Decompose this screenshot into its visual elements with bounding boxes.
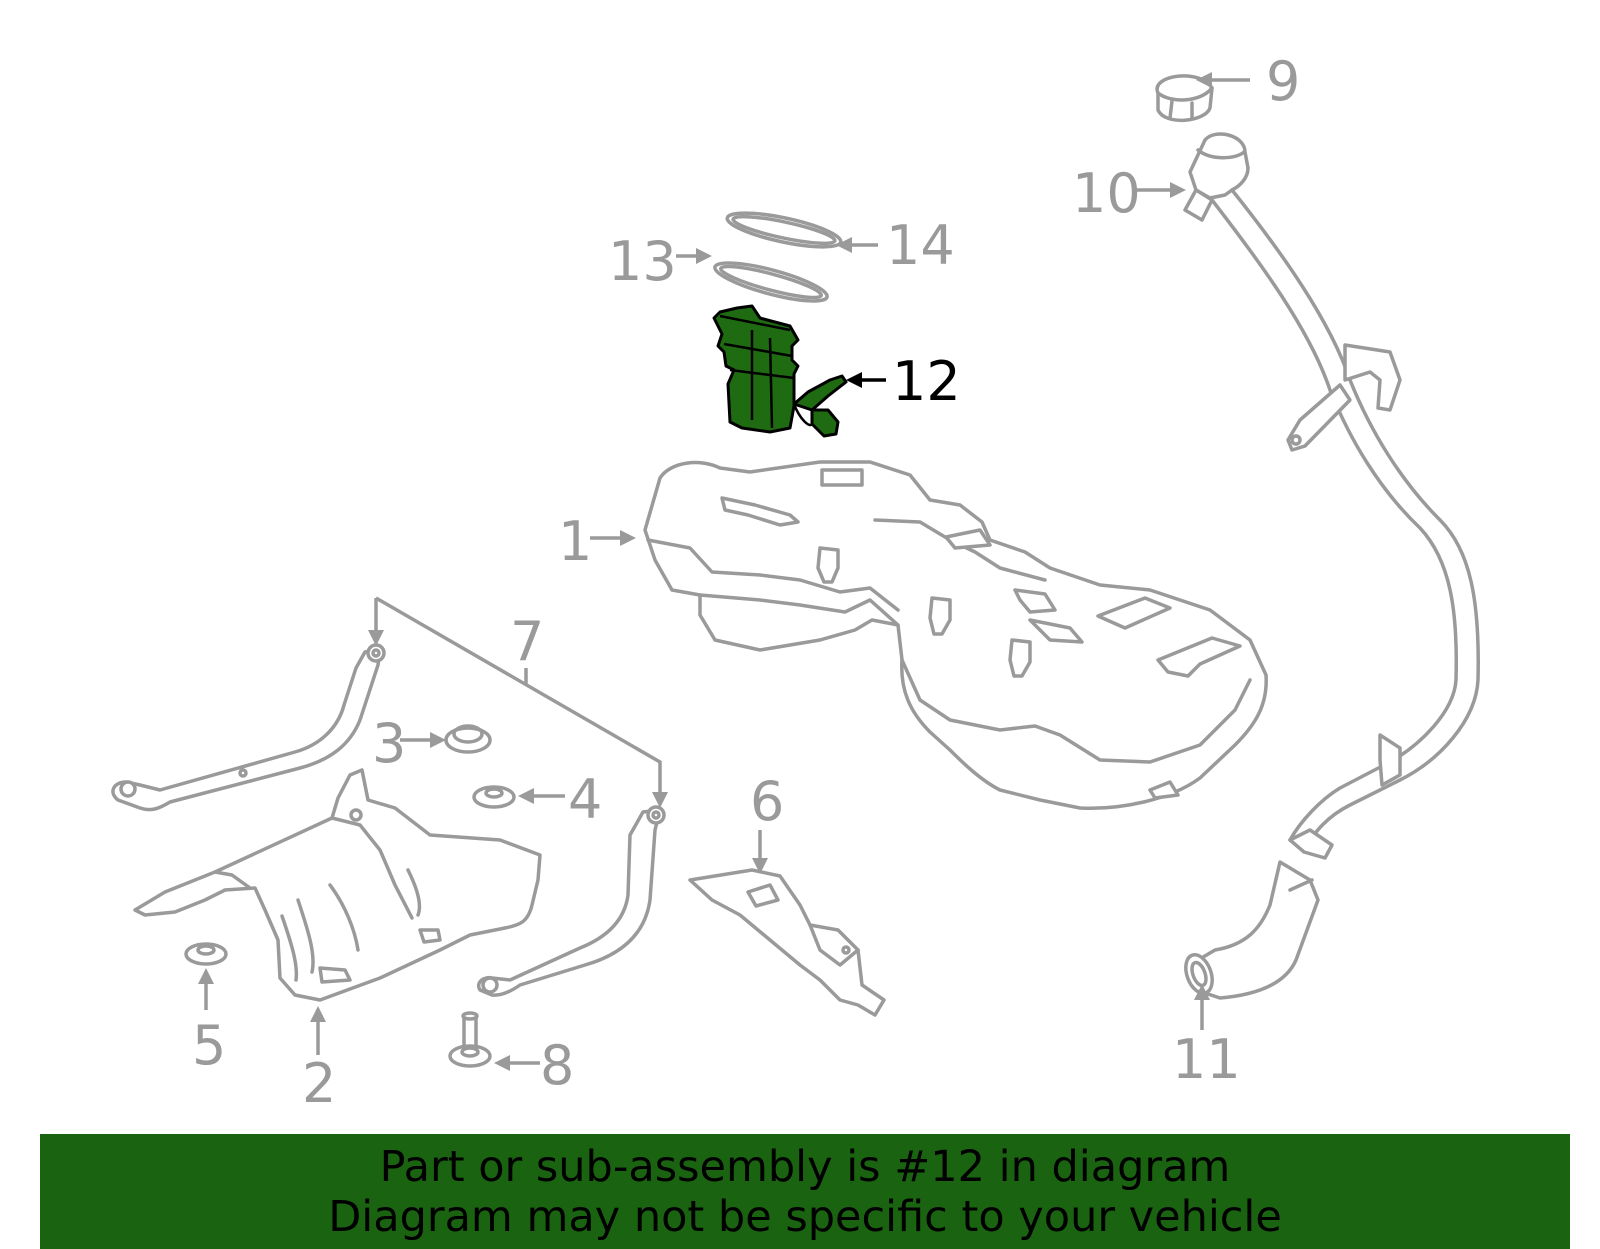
part-9-fuel-cap[interactable] [1155,74,1214,123]
part-14-seal-ring[interactable] [725,206,843,254]
arrow-3 [430,732,446,748]
part-3-grommet[interactable] [444,724,492,754]
part-2-heat-shield[interactable] [133,768,542,1002]
banner-line-2: Diagram may not be specific to your vehi… [328,1191,1282,1242]
callout-6: 6 [750,770,784,833]
callout-14: 14 [886,214,955,277]
callout-8: 8 [540,1034,574,1097]
arrow-7b [652,792,668,808]
part-5-clip[interactable] [184,942,228,966]
part-4-clip[interactable] [472,785,516,809]
part-7-tank-straps[interactable] [111,643,666,997]
callout-11: 11 [1172,1028,1241,1091]
callout-12: 12 [892,350,961,413]
arrow-13 [696,248,712,264]
part-8-bolt[interactable] [448,1011,492,1068]
arrow-8 [494,1055,510,1071]
part-13-seal-ring[interactable] [712,255,830,308]
part-6-bracket[interactable] [688,868,886,1017]
callout-2: 2 [302,1052,336,1115]
callout-7: 7 [510,610,544,673]
callout-3: 3 [372,712,406,775]
arrow-12 [846,372,862,388]
arrow-5 [198,968,214,984]
arrow-9 [1196,72,1212,88]
arrow-11 [1194,984,1210,1000]
callout-5: 5 [192,1014,226,1077]
part-12-fuel-pump-module[interactable] [712,304,848,438]
arrow-1 [620,530,636,546]
callout-13: 13 [608,230,677,293]
arrow-14 [836,237,852,253]
callout-9: 9 [1266,50,1300,113]
arrow-2 [310,1006,326,1022]
part-10-filler-neck[interactable] [1183,132,1480,860]
part-11-filler-hose[interactable] [1181,860,1320,1000]
arrow-7a [368,630,384,646]
arrow-6 [752,858,768,874]
leader-lines [198,72,1250,1071]
callout-10: 10 [1072,162,1141,225]
part-1-fuel-tank[interactable] [643,460,1268,810]
callout-4: 4 [568,768,602,831]
arrow-4 [518,788,534,804]
arrow-10 [1170,182,1186,198]
footer-banner: Part or sub-assembly is #12 in diagram D… [40,1134,1570,1249]
banner-line-1: Part or sub-assembly is #12 in diagram [379,1141,1231,1192]
callout-1: 1 [558,510,592,573]
callout-labels: 9 10 14 13 12 1 7 3 4 6 5 2 8 11 [192,50,1300,1115]
